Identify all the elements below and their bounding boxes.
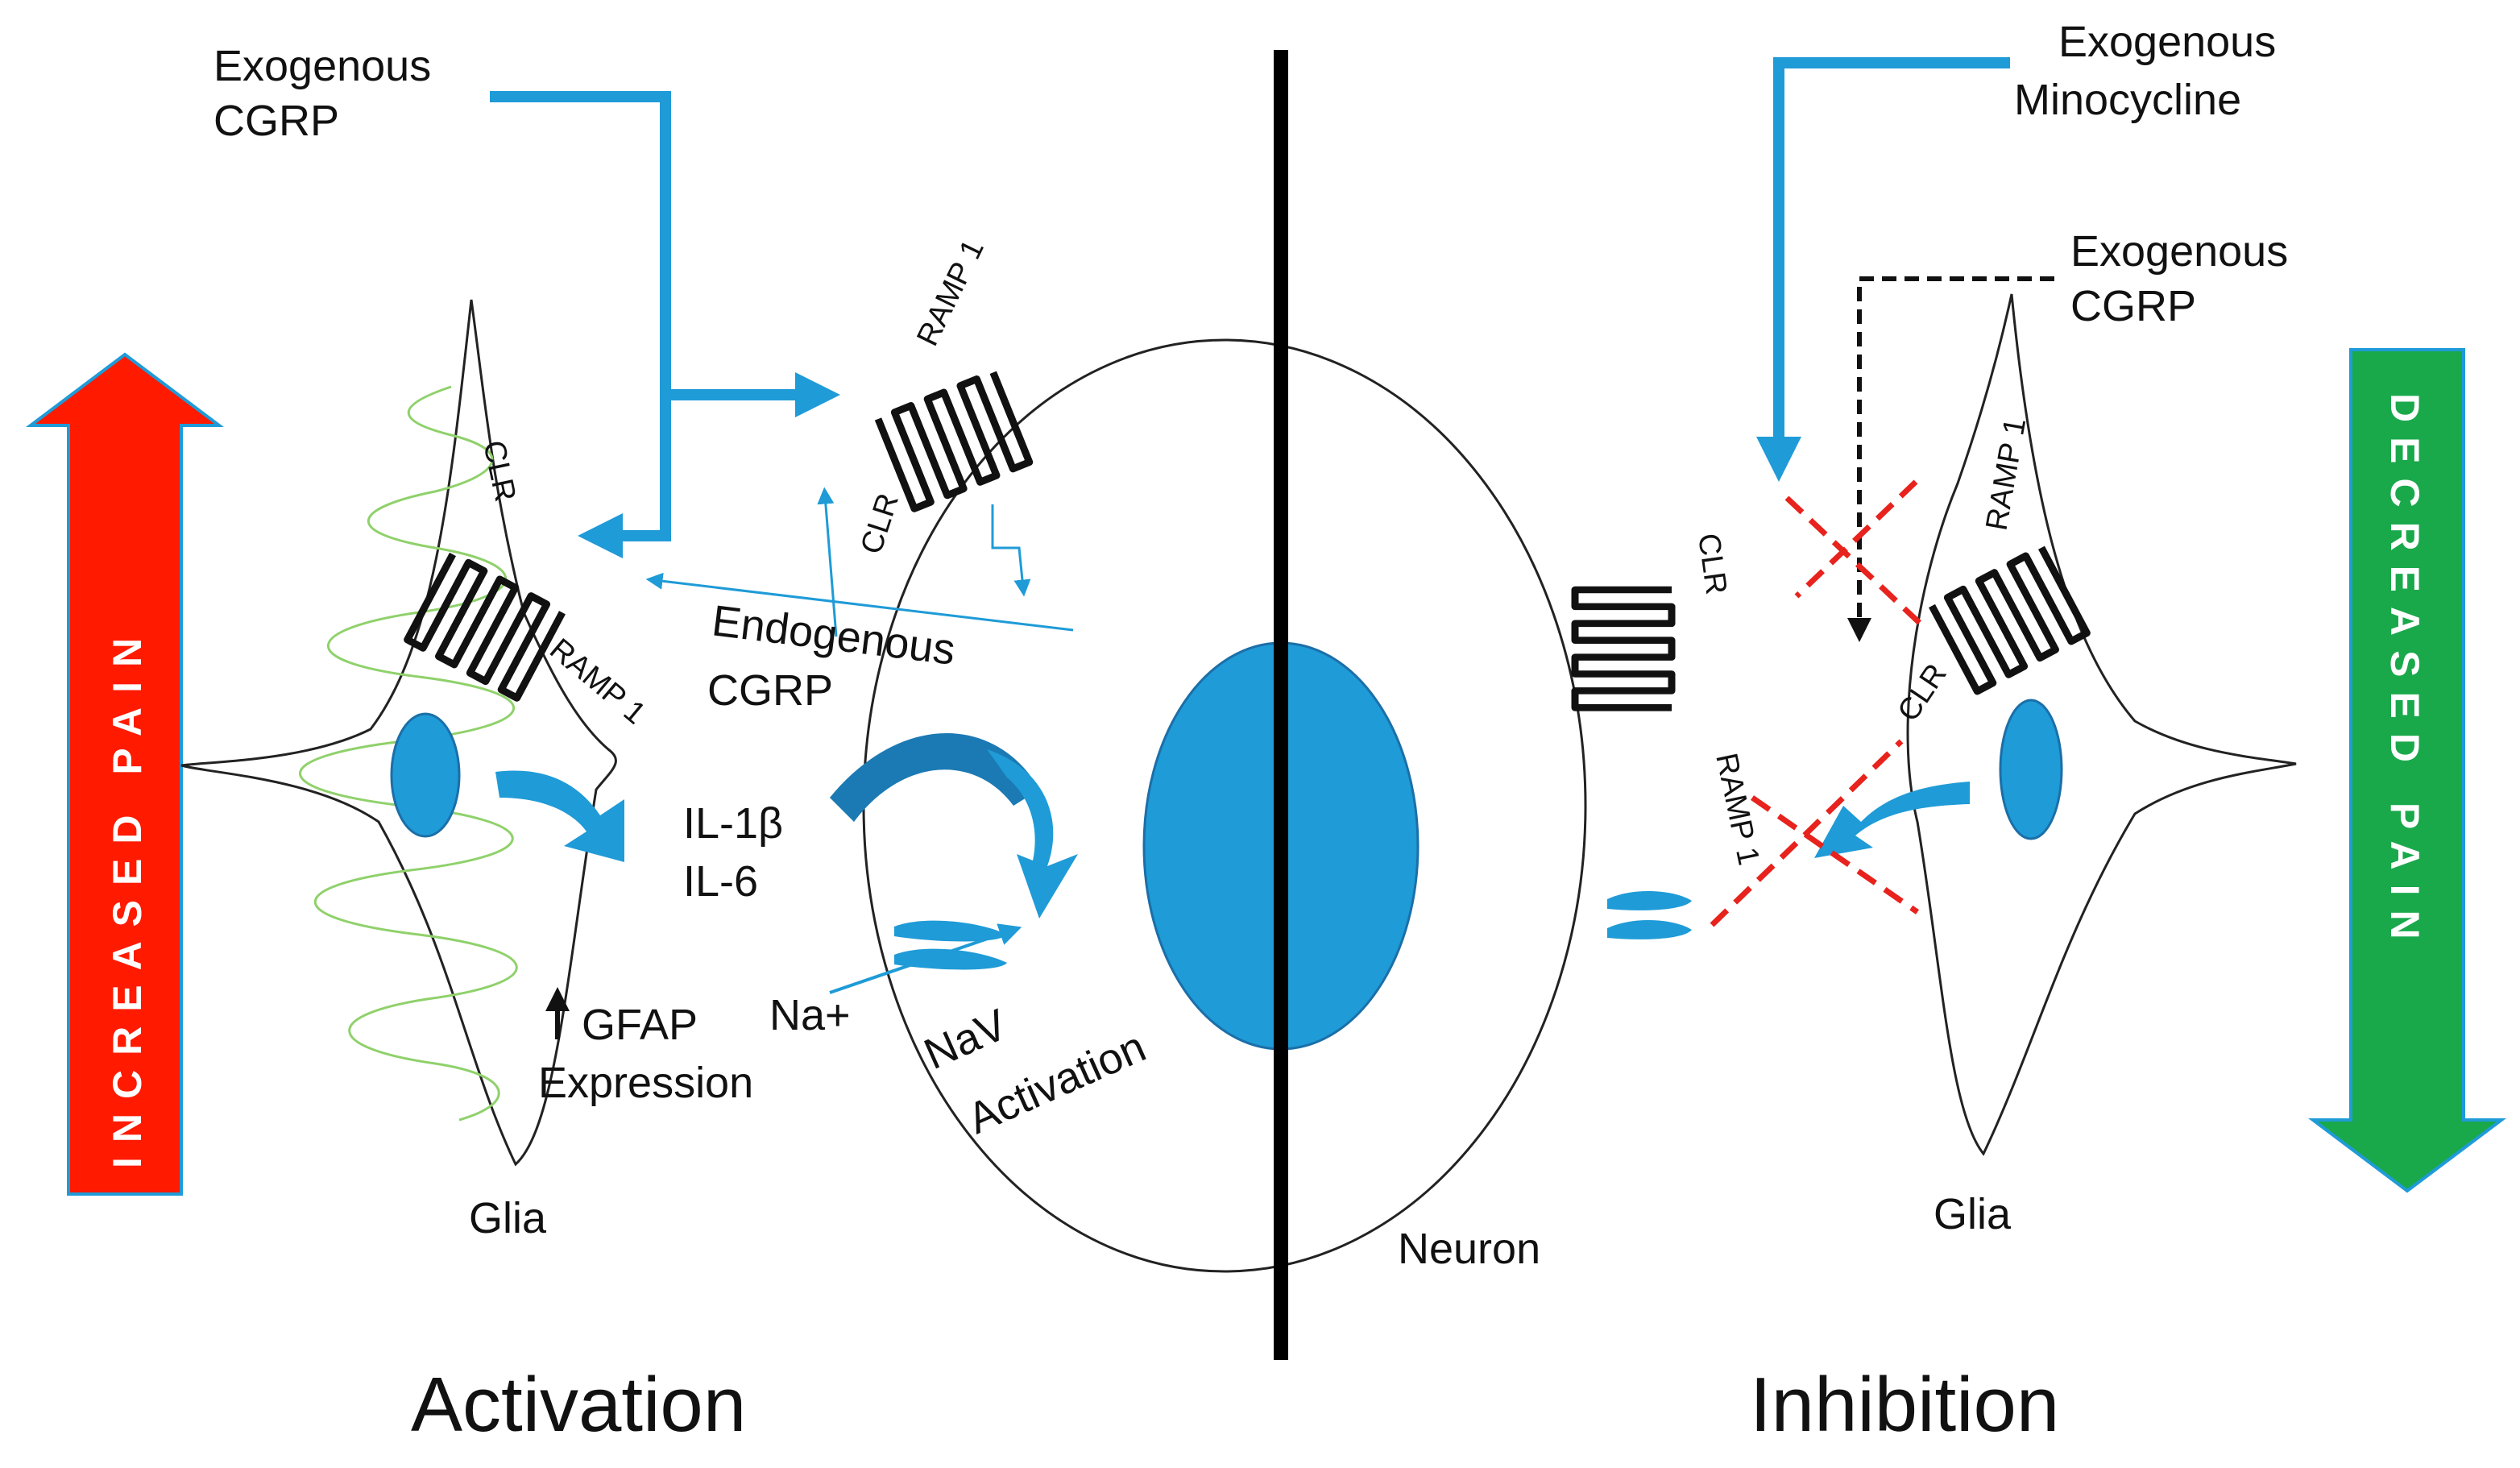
neuron-receptor-left	[878, 372, 1030, 508]
endogenous-cgrp-arrow	[645, 572, 1074, 632]
decreased-pain-label: DECREASED PAIN	[2382, 393, 2427, 954]
activation-title: Activation	[411, 1362, 746, 1448]
exo-minocycline-line1: Exogenous	[2058, 18, 2276, 66]
glia-right-cell	[1906, 293, 2297, 1156]
sodium-channel-left	[894, 920, 1007, 970]
x-mark-icon	[1784, 479, 1928, 631]
exo-cgrp-left-line1: Exogenous	[213, 42, 431, 90]
increased-pain-label: INCREASED PAIN	[105, 624, 150, 1168]
neuron-label: Neuron	[1398, 1225, 1540, 1273]
ramp-label-neuron-left: RAMP 1	[910, 234, 990, 351]
exo-cgrp-right-line1: Exogenous	[2070, 227, 2288, 276]
glia-left-waves	[299, 385, 518, 1122]
glia-right-nucleus	[1999, 699, 2063, 840]
sodium-channel-right	[1607, 890, 1692, 939]
glia-right-label: Glia	[1934, 1190, 2012, 1238]
increased-pain-arrow: INCREASED PAIN	[26, 352, 224, 1196]
x-mark-icon	[1710, 739, 1919, 927]
ramp-label-glia-left: RAMP 1	[543, 632, 652, 732]
gfap-line1: GFAP	[582, 1001, 698, 1049]
clr-label-neuron-left: CLR	[855, 489, 906, 558]
exo-minocycline-line2: Minocycline	[2014, 76, 2241, 124]
decreased-pain-arrow: DECREASED PAIN	[2308, 348, 2506, 1193]
ramp-label-glia-right: RAMP 1	[1980, 416, 2033, 533]
neuron-receptor-right	[1575, 590, 1672, 707]
nav-activation-curve-arrowhead	[987, 749, 1078, 919]
nav-activation-curve-arrow	[830, 733, 1039, 822]
exo-cgrp-left-line2: CGRP	[213, 97, 339, 145]
cytokine-il6: IL-6	[683, 857, 758, 906]
inhibition-title: Inhibition	[1750, 1362, 2059, 1448]
minocycline-pathway	[1756, 57, 2010, 482]
clr-label-glia-left: CLR	[476, 437, 522, 504]
clr-label-neuron-right: CLR	[1691, 531, 1733, 596]
glia-left-nucleus	[390, 712, 461, 838]
clr-label-glia-right: CLR	[1892, 658, 1954, 728]
blocked-release-arrow	[1814, 782, 1970, 858]
glia-left-label: Glia	[469, 1194, 547, 1242]
na-ion-label: Na+	[769, 991, 851, 1039]
receptor-step-arrow	[991, 504, 1031, 597]
ramp-label-neuron-right: RAMP 1	[1709, 750, 1765, 868]
endogenous-cgrp-line2: CGRP	[707, 666, 833, 715]
na-influx-arrow	[829, 923, 1022, 994]
receptor-signal-arrow	[817, 487, 838, 637]
cytokine-release-arrow	[495, 770, 624, 862]
cytokine-il1b: IL-1β	[683, 799, 783, 848]
exo-cgrp-left-pathway	[490, 91, 840, 558]
glia-right-receptor	[1932, 548, 2087, 691]
nav-line1: NaV	[917, 1000, 1013, 1079]
exo-cgrp-right-line2: CGRP	[2070, 282, 2196, 330]
glia-left-cell	[180, 299, 617, 1167]
glia-left-receptor	[408, 554, 562, 698]
gfap-line2: Expression	[538, 1059, 753, 1107]
exo-cgrp-right-blocked-pathway	[1847, 276, 2054, 642]
